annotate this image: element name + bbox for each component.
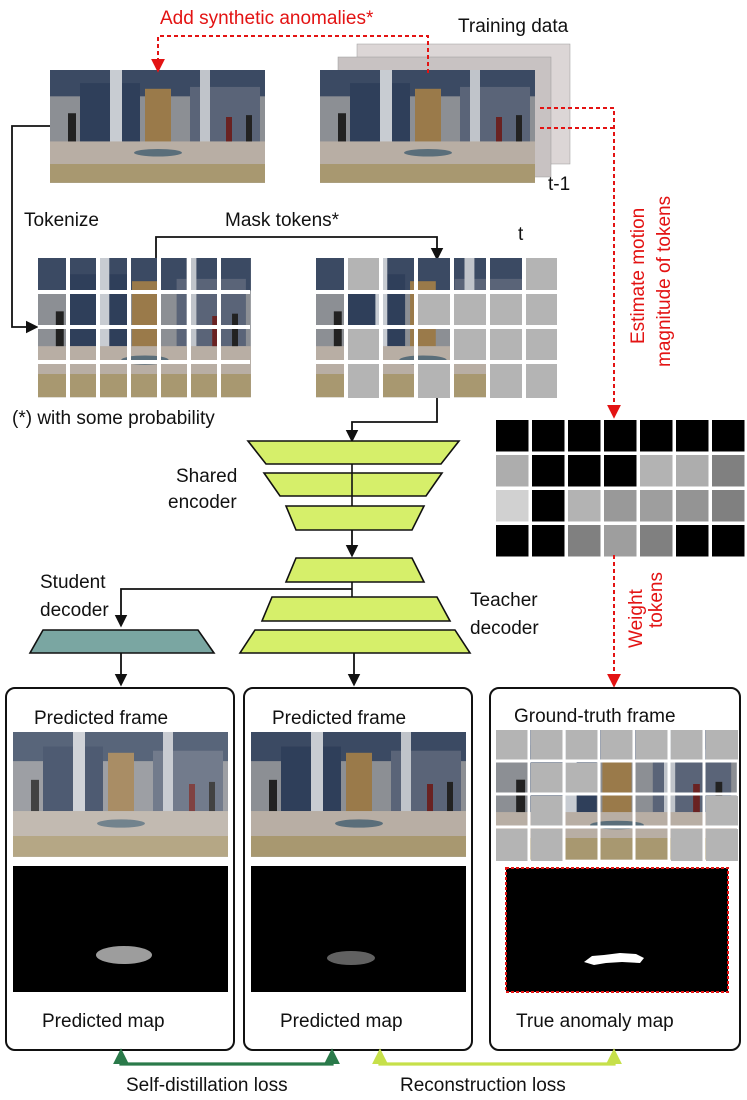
motion-cell — [640, 525, 673, 557]
label-weight-tokens: tokens — [646, 572, 667, 628]
label-t: t — [518, 224, 524, 245]
teacher-output-panel: Predicted frame Predicted map — [243, 687, 473, 1051]
motion-cell — [640, 455, 673, 487]
motion-cell — [496, 490, 529, 522]
student-panel-title: Predicted frame — [34, 708, 168, 729]
self-distillation-arrow — [113, 1048, 340, 1066]
masked-frame — [316, 258, 557, 398]
motion-cell — [496, 525, 529, 557]
reconstruction-label: Reconstruction loss — [400, 1075, 566, 1096]
gt-panel-title: Ground-truth frame — [514, 706, 676, 727]
teacher-decoder-block-1 — [284, 557, 426, 583]
label-shared: Shared — [176, 466, 237, 487]
student-map-blob — [96, 946, 152, 964]
mask-tokens-arrow — [155, 236, 444, 261]
label-teacher-decoder: decoder — [470, 618, 539, 639]
anomaly-silhouette — [584, 953, 644, 965]
estimate-motion-arrow — [540, 107, 621, 419]
motion-cell — [532, 490, 565, 522]
motion-cell — [640, 490, 673, 522]
motion-cell — [568, 455, 601, 487]
motion-cell — [712, 490, 745, 522]
encoder-block-2 — [262, 472, 444, 497]
encoder-block-1 — [246, 440, 461, 465]
teacher-panel-title: Predicted frame — [272, 708, 406, 729]
label-mask-tokens: Mask tokens* — [225, 210, 340, 231]
add-synthetic-arrow — [151, 35, 429, 73]
gt-panel-footer: True anomaly map — [516, 1011, 674, 1032]
student-panel-footer: Predicted map — [42, 1011, 165, 1032]
motion-cell — [532, 525, 565, 557]
motion-cell — [676, 455, 709, 487]
student-decoder-block — [28, 629, 216, 654]
motion-cell — [676, 490, 709, 522]
true-anomaly-map — [505, 867, 729, 993]
label-teacher: Teacher — [470, 590, 538, 611]
motion-cell — [604, 490, 637, 522]
label-add-synthetic: Add synthetic anomalies* — [160, 8, 374, 29]
motion-cell — [496, 455, 529, 487]
student-output-panel: Predicted frame Predicted map — [5, 687, 235, 1051]
motion-cell — [568, 525, 601, 557]
reconstruction-arrow — [372, 1048, 622, 1066]
motion-cell — [604, 455, 637, 487]
label-t-minus-1: t-1 — [548, 174, 570, 195]
tokenize-arrow — [11, 125, 50, 334]
input-frame — [50, 70, 265, 183]
training-frames-stack — [320, 43, 571, 183]
motion-cell — [712, 455, 745, 487]
label-estimate-motion: Estimate motion — [628, 208, 649, 344]
masked-to-encoder-arrow — [345, 398, 438, 443]
motion-cell — [640, 420, 673, 452]
motion-cell — [712, 420, 745, 452]
teacher-predicted-map — [251, 866, 466, 992]
label-student: Student — [40, 572, 106, 593]
ground-truth-panel: Ground-truth frame — [489, 687, 741, 1051]
encoder-block-3 — [284, 505, 426, 531]
teacher-panel-footer: Predicted map — [280, 1011, 403, 1032]
label-encoder: encoder — [168, 492, 237, 513]
motion-cell — [604, 420, 637, 452]
self-distillation-label: Self-distillation loss — [126, 1075, 288, 1096]
label-estimate-motion-2: magnitude of tokens — [654, 196, 675, 367]
motion-cell — [532, 455, 565, 487]
motion-cell — [676, 525, 709, 557]
motion-cell — [568, 490, 601, 522]
teacher-map-blob — [327, 951, 375, 965]
student-predicted-frame — [13, 732, 228, 857]
motion-cell — [712, 525, 745, 557]
bottleneck-to-student-arrow — [114, 588, 352, 628]
gt-masked-frame — [496, 730, 738, 861]
tokenized-frame — [38, 258, 251, 398]
motion-cell — [604, 525, 637, 557]
teacher-decoder-block-3 — [238, 629, 472, 654]
teacher-predicted-frame — [251, 732, 466, 857]
motion-magnitude-grid — [496, 420, 745, 557]
motion-cell — [676, 420, 709, 452]
label-student-decoder: decoder — [40, 600, 109, 621]
label-probability-note: (*) with some probability — [12, 408, 215, 429]
motion-cell — [496, 420, 529, 452]
student-predicted-map — [13, 866, 228, 992]
label-weight: Weight — [626, 588, 647, 648]
motion-cell — [568, 420, 601, 452]
teacher-decoder-block-2 — [260, 596, 452, 622]
label-training-data: Training data — [458, 16, 569, 37]
motion-cell — [532, 420, 565, 452]
label-tokenize: Tokenize — [24, 210, 99, 231]
